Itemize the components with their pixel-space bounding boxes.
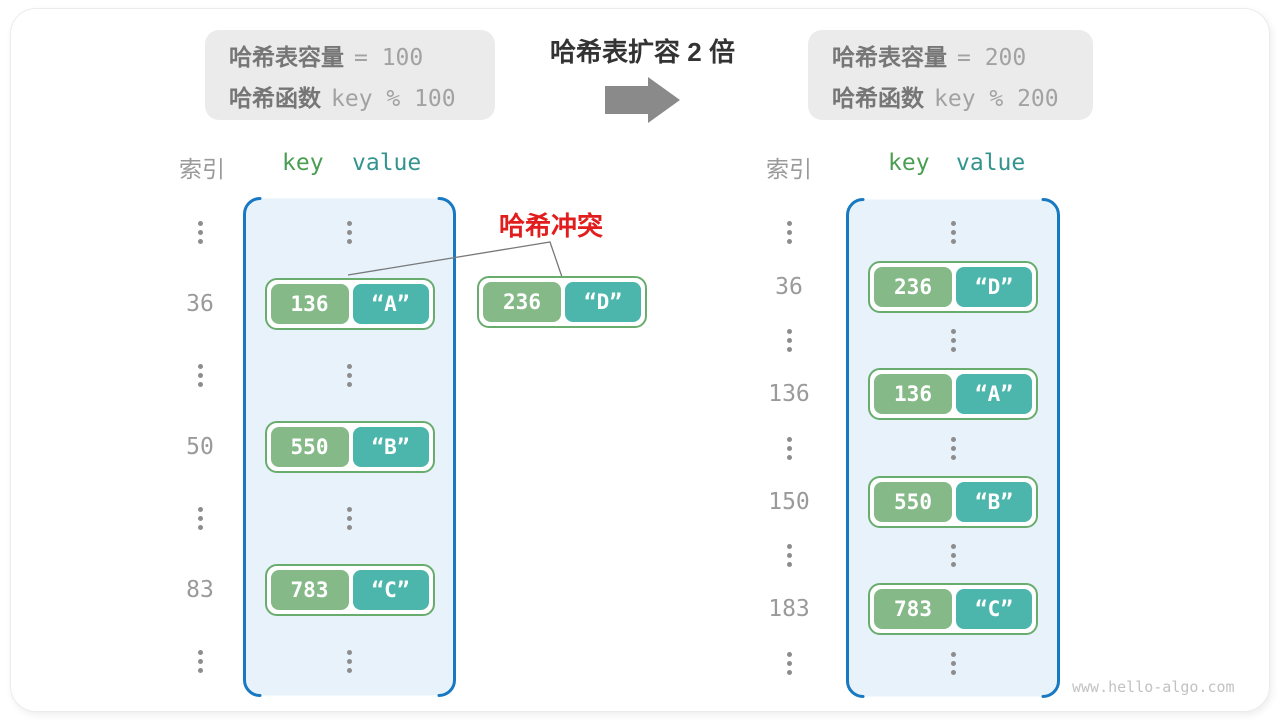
hash-fn-value: key % 100: [331, 85, 456, 112]
ellipsis-icon: [197, 364, 203, 388]
value-box: “B”: [352, 426, 429, 467]
collision-label: 哈希冲突: [498, 211, 603, 241]
value-box: “D”: [565, 282, 641, 322]
table-row: 550 “B”: [846, 475, 1060, 529]
kv-pair: 136 “A”: [868, 368, 1038, 421]
ellipsis-icon: [347, 506, 352, 530]
right-key-header: key: [888, 150, 930, 176]
value-box: “A”: [956, 374, 1032, 415]
table-row: [243, 626, 456, 697]
value-box: “A”: [352, 284, 429, 325]
kv-pair: 236 “D”: [477, 276, 647, 328]
left-key-header: key: [282, 150, 324, 176]
ellipsis-icon: [950, 221, 956, 245]
kv-pair: 550 “B”: [868, 475, 1038, 528]
value-box: “C”: [352, 569, 429, 610]
table-row: [846, 421, 1060, 475]
left-index-column: 36 50 83: [168, 197, 232, 697]
table-row: 783 “C”: [243, 554, 456, 625]
key-box: 550: [270, 426, 349, 467]
index-label: 50: [186, 433, 214, 460]
kv-pair: 136 “A”: [264, 278, 435, 331]
kv-pair: 236 “D”: [868, 260, 1038, 313]
value-box: “C”: [956, 589, 1032, 630]
capacity-value: = 200: [957, 44, 1027, 71]
capacity-line: 哈希表容量 = 200: [832, 38, 1093, 72]
key-box: 550: [874, 481, 952, 522]
ellipsis-icon: [786, 436, 792, 460]
table-row: 236 “D”: [846, 260, 1060, 314]
table-row: [243, 197, 456, 268]
key-box: 136: [874, 374, 952, 415]
table-row: [846, 314, 1060, 368]
capacity-value: = 100: [354, 44, 424, 71]
ellipsis-icon: [197, 221, 203, 245]
expand-title: 哈希表扩容 2 倍: [550, 37, 735, 67]
table-row: 136 “A”: [846, 367, 1060, 421]
index-label: 183: [768, 596, 810, 623]
table-row: [243, 483, 456, 554]
diagram-card: [10, 8, 1270, 712]
ellipsis-icon: [950, 544, 956, 568]
ellipsis-icon: [786, 651, 792, 675]
index-label: 36: [186, 291, 214, 318]
index-label: 150: [768, 488, 810, 515]
index-label: 136: [768, 381, 810, 408]
table-row: 550 “B”: [243, 411, 456, 482]
kv-pair: 783 “C”: [868, 583, 1038, 636]
ellipsis-icon: [950, 436, 956, 460]
left-index-header: 索引: [179, 156, 225, 182]
table-row: [846, 529, 1060, 583]
ellipsis-icon: [786, 221, 792, 245]
ellipsis-icon: [347, 364, 352, 388]
capacity-box-before: 哈希表容量 = 100 哈希函数 key % 100: [205, 30, 495, 120]
capacity-box-after: 哈希表容量 = 200 哈希函数 key % 200: [808, 30, 1093, 120]
ellipsis-icon: [347, 649, 352, 673]
table-row: [846, 636, 1060, 690]
key-box: 236: [874, 266, 952, 307]
table-row: 783 “C”: [846, 582, 1060, 636]
value-box: “B”: [956, 481, 1032, 522]
right-value-header: value: [956, 150, 1026, 176]
ellipsis-icon: [786, 544, 792, 568]
table-row: [846, 206, 1060, 260]
kv-pair: 550 “B”: [264, 420, 435, 473]
table-row: 136 “A”: [243, 268, 456, 339]
hash-fn-label: 哈希函数: [229, 84, 321, 111]
hash-fn-line: 哈希函数 key % 100: [229, 79, 495, 113]
key-box: 783: [270, 569, 349, 610]
right-index-column: 36 136 150 183: [757, 198, 821, 698]
ellipsis-icon: [347, 221, 352, 245]
index-label: 36: [775, 273, 803, 300]
hash-fn-value: key % 200: [934, 85, 1059, 112]
capacity-label: 哈希表容量: [832, 43, 947, 70]
ellipsis-icon: [197, 649, 203, 673]
value-box: “D”: [956, 266, 1032, 307]
capacity-line: 哈希表容量 = 100: [229, 38, 495, 72]
ellipsis-icon: [950, 651, 956, 675]
ellipsis-icon: [786, 328, 792, 352]
capacity-label: 哈希表容量: [229, 43, 344, 70]
key-box: 236: [483, 282, 561, 322]
left-hash-table: 136 “A” 550 “B” 783 “C”: [243, 197, 456, 697]
key-box: 136: [270, 284, 349, 325]
right-hash-table: 236 “D” 136 “A” 550 “B”: [846, 198, 1060, 698]
index-label: 83: [186, 576, 214, 603]
watermark: www.hello-algo.com: [1072, 678, 1235, 696]
key-box: 783: [874, 589, 952, 630]
kv-pair: 783 “C”: [264, 563, 435, 616]
ellipsis-icon: [197, 506, 203, 530]
hash-fn-line: 哈希函数 key % 200: [832, 79, 1093, 113]
collision-pair-wrapper: 236 “D”: [477, 276, 647, 328]
right-index-header: 索引: [766, 156, 812, 182]
table-row: [243, 340, 456, 411]
left-value-header: value: [352, 150, 422, 176]
hash-fn-label: 哈希函数: [832, 84, 924, 111]
ellipsis-icon: [950, 328, 956, 352]
